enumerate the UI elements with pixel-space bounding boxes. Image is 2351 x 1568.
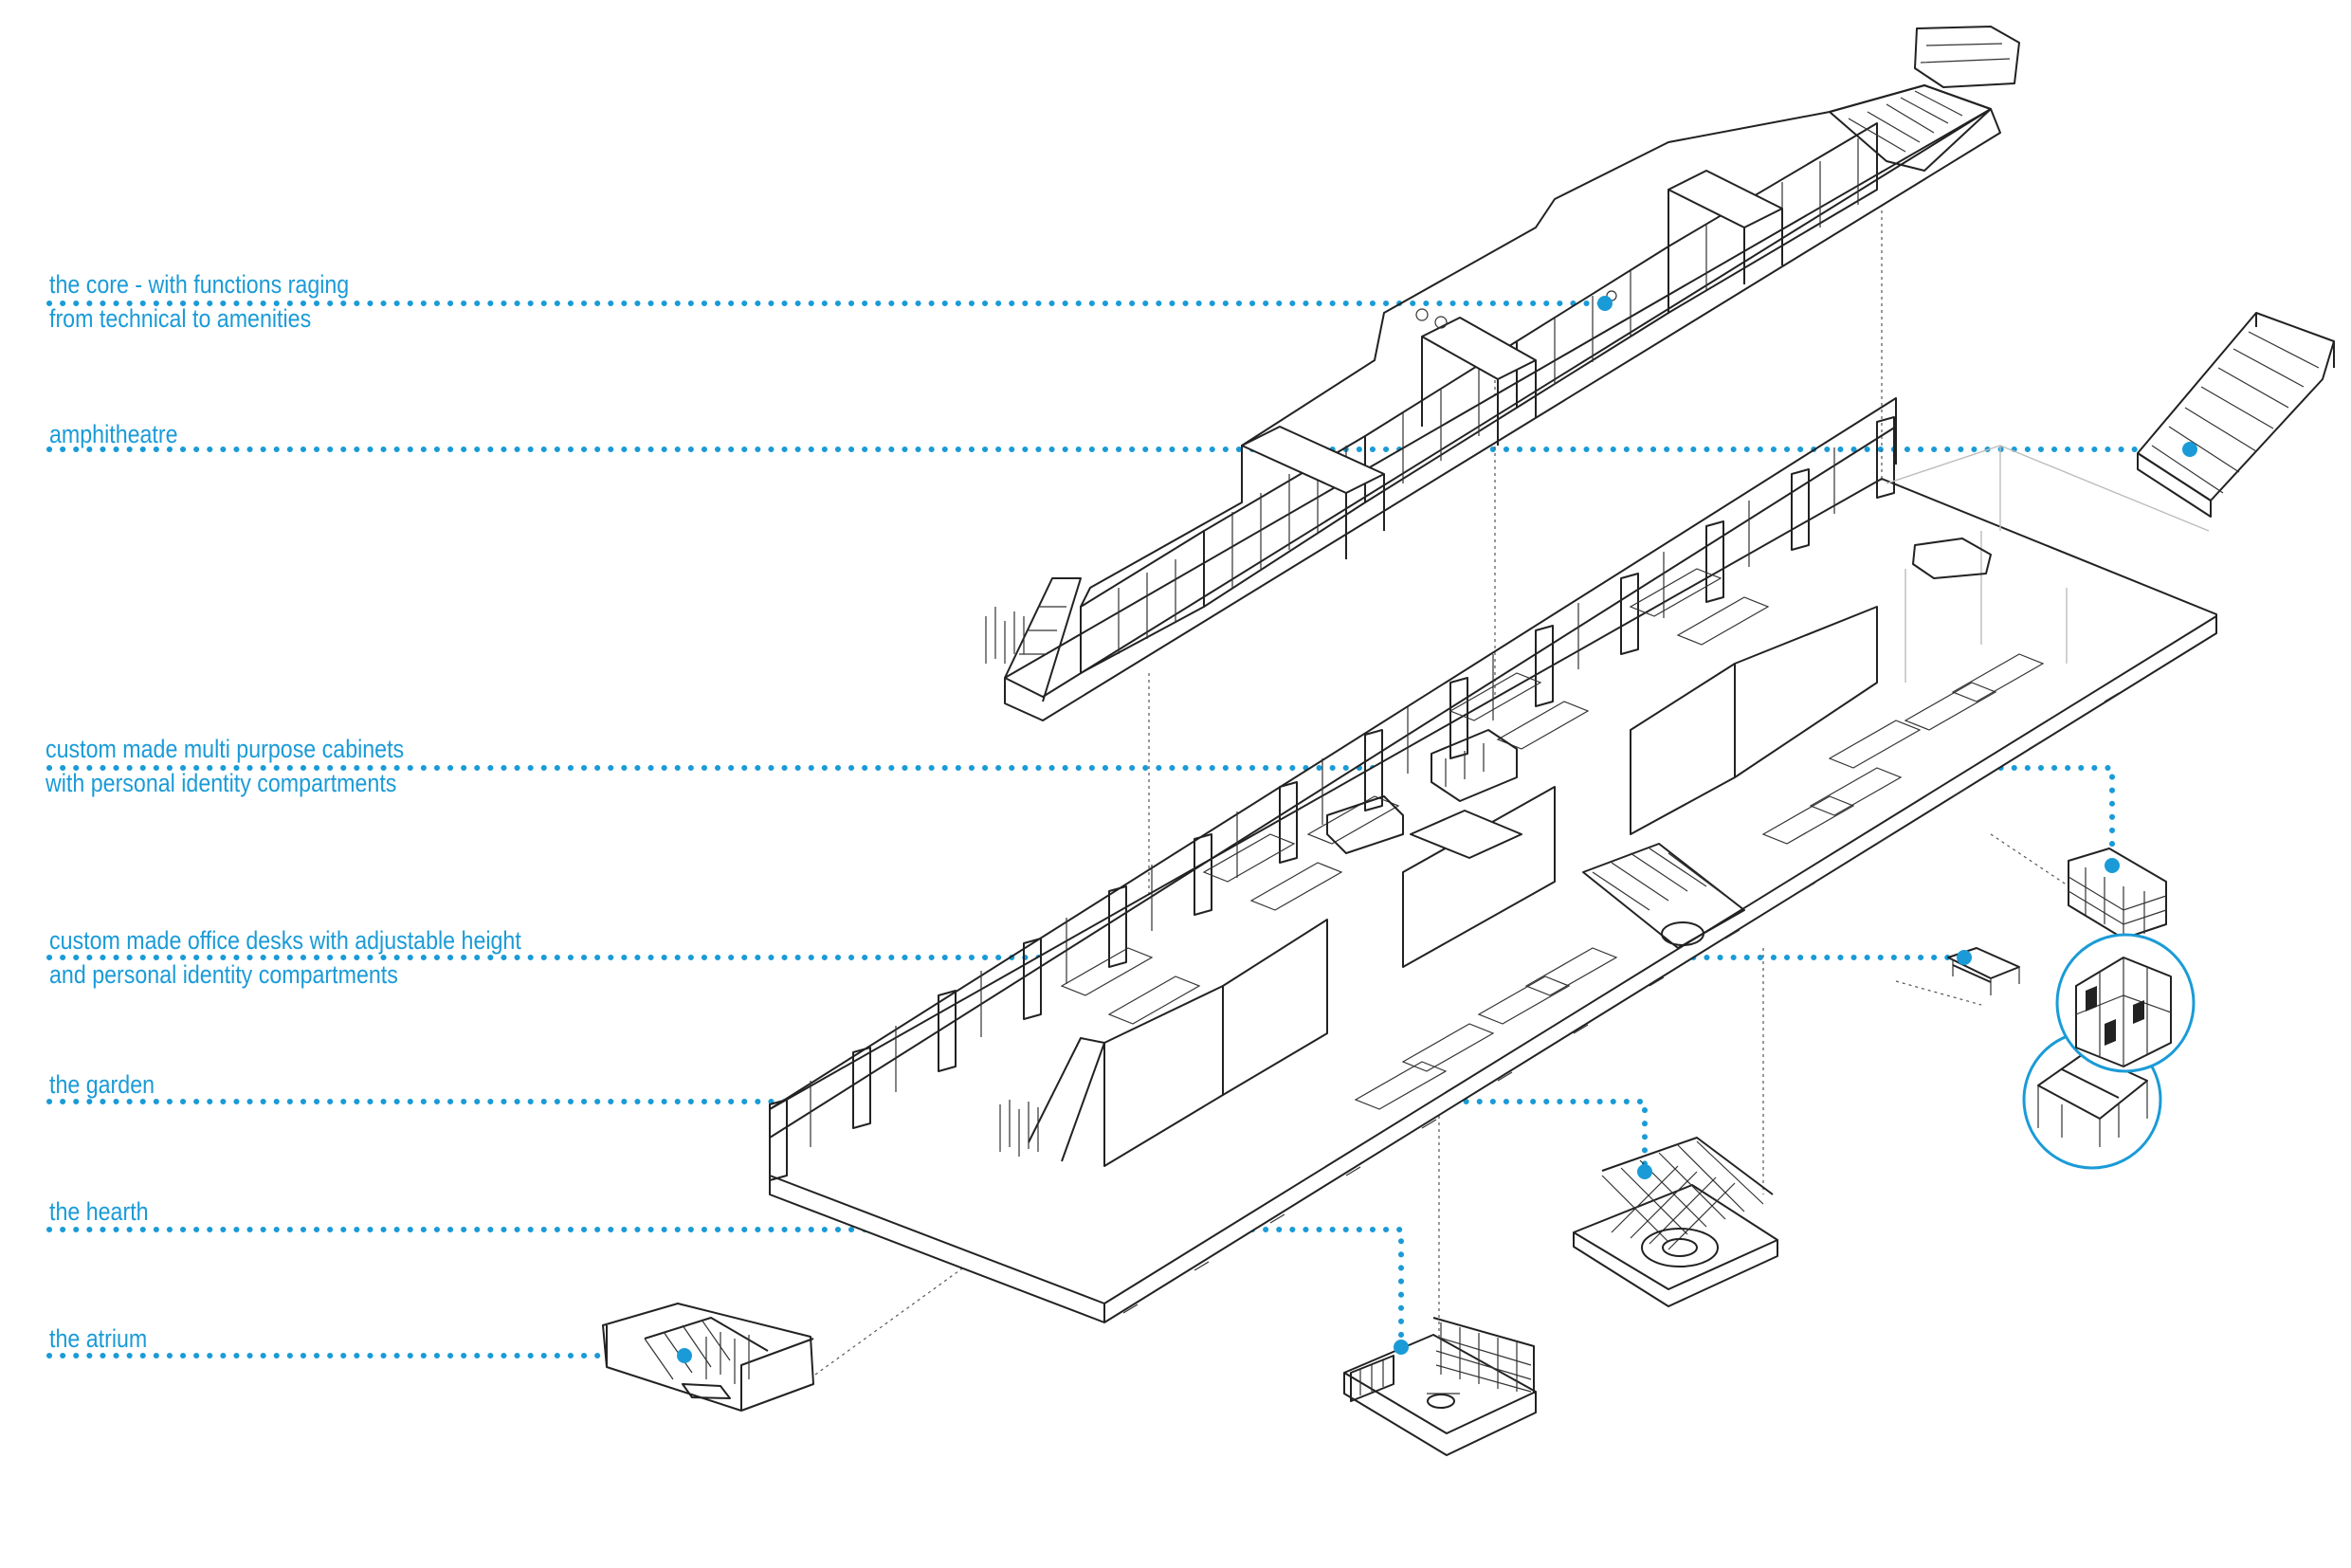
detail-callouts <box>2022 933 2196 1170</box>
top-skylight <box>1914 26 2020 88</box>
core-level <box>985 84 2001 721</box>
label-core: the core - with functions raging from te… <box>49 267 349 336</box>
desk-rows <box>1060 568 2045 1110</box>
projection-lines <box>814 171 2077 1394</box>
callout-dots <box>677 296 2197 1363</box>
leader-cabinets <box>46 765 2115 866</box>
label-garden: the garden <box>49 1070 155 1099</box>
label-desks: custom made office desks with adjustable… <box>49 923 521 992</box>
label-atrium: the atrium <box>49 1324 148 1353</box>
label-desks-line2: and personal identity compartments <box>49 960 398 989</box>
amphitheatre-piece <box>2137 312 2335 518</box>
label-cabinets-line2: with personal identity compartments <box>46 769 397 797</box>
label-cabinets: custom made multi purpose cabinets with … <box>46 732 404 800</box>
label-core-line1: the core - with functions raging <box>49 270 350 299</box>
cabinet-module <box>2068 848 2167 939</box>
label-cabinets-line1: custom made multi purpose cabinets <box>46 735 405 763</box>
label-amphitheatre: amphitheatre <box>49 420 178 448</box>
main-floor-plate <box>769 397 2217 1323</box>
leader-hearth <box>46 1227 1404 1349</box>
label-desks-line1: custom made office desks with adjustable… <box>49 926 521 955</box>
atrium-piece <box>602 1303 814 1412</box>
hearth-piece <box>1573 1137 1778 1307</box>
label-core-line2: from technical to amenities <box>49 304 312 333</box>
cabinet-hearth-piece <box>1343 1317 1537 1456</box>
leader-lines <box>46 301 2193 1358</box>
leader-garden <box>46 1099 1648 1171</box>
label-hearth: the hearth <box>49 1197 149 1226</box>
